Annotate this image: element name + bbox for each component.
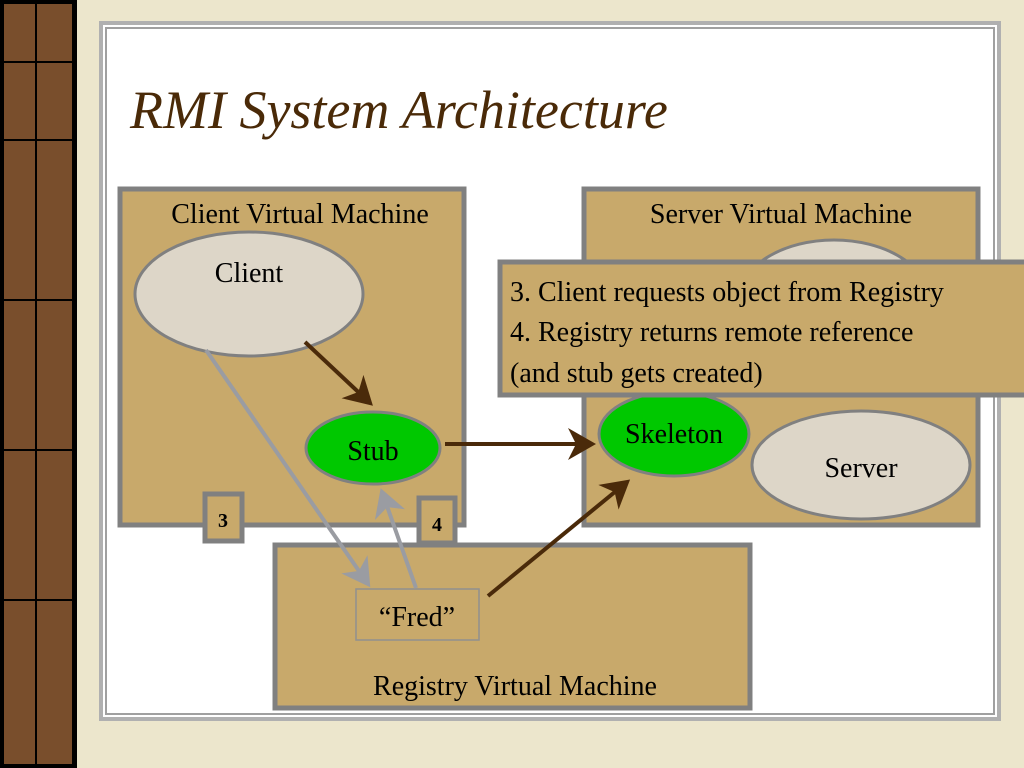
step-badge-4 xyxy=(416,495,458,546)
arrow-registry-to-stub xyxy=(374,488,418,589)
step-badge-4-label: 4 xyxy=(432,514,442,536)
slide-title: RMI System Architecture xyxy=(129,80,668,140)
server-ellipse xyxy=(750,409,972,521)
client-ellipse xyxy=(133,230,365,358)
registry-vm-label: Registry Virtual Machine xyxy=(373,671,657,702)
step-badge-3 xyxy=(202,491,245,544)
decorative-border-strip xyxy=(0,0,77,768)
server-label: Server xyxy=(824,453,898,484)
registry-entry-box xyxy=(355,588,480,641)
callout-line-3: (and stub gets created) xyxy=(510,358,763,389)
stub-ellipse xyxy=(304,410,442,486)
stub-label: Stub xyxy=(347,436,398,467)
server-vm-label: Server Virtual Machine xyxy=(650,199,912,230)
arrow-client-to-registry xyxy=(204,348,371,588)
arrow-registry-to-skeleton xyxy=(486,479,631,598)
arrow-client-to-stub xyxy=(303,340,373,406)
client-label: Client xyxy=(215,258,284,289)
registry-entry-label: “Fred” xyxy=(379,602,455,633)
callout-line-1: 3. Client requests object from Registry xyxy=(510,277,944,308)
callout-line-2: 4. Registry returns remote reference xyxy=(510,317,913,348)
skeleton-label: Skeleton xyxy=(625,419,723,450)
client-vm-label: Client Virtual Machine xyxy=(171,199,429,230)
callout-box xyxy=(497,259,1024,398)
step-badge-3-label: 3 xyxy=(218,510,228,532)
